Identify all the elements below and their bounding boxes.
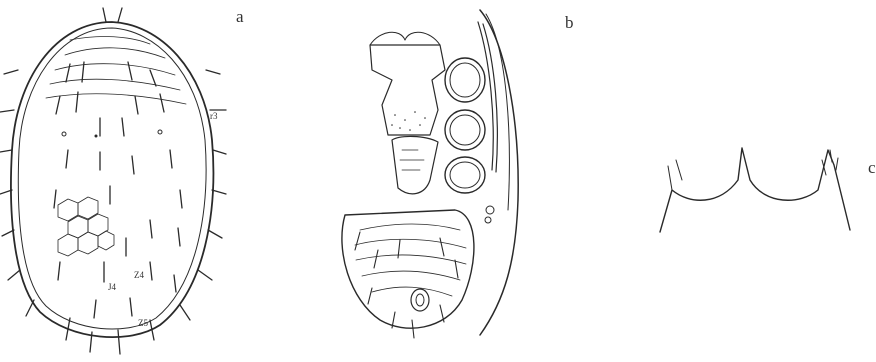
seta-label-j4: J4	[108, 282, 117, 292]
sternal-shield	[370, 32, 445, 135]
anal-opening	[411, 289, 429, 311]
panel-a: a	[0, 7, 244, 354]
panel-a-label: a	[236, 7, 244, 26]
coxae	[445, 58, 485, 193]
reticulation	[58, 197, 114, 256]
panel-b-label: b	[565, 13, 574, 32]
ventrianal-shield	[342, 210, 474, 338]
seta-label-z4: Z4	[134, 270, 144, 280]
dorsal-striations	[46, 37, 186, 104]
tectum-outline	[660, 148, 850, 232]
seta-label-z5: Z5	[138, 318, 148, 328]
metapodal-platelets	[485, 206, 494, 223]
seta-label-r3: r3	[210, 111, 218, 121]
genital-shield	[392, 136, 438, 193]
panel-c-label: c	[868, 158, 876, 177]
panel-c: c	[660, 148, 876, 232]
peritreme	[478, 22, 493, 170]
ventral-body-margin	[480, 10, 518, 335]
dorsal-pores	[62, 130, 162, 138]
dorsal-setae	[0, 8, 226, 354]
panel-b: b	[342, 10, 574, 338]
